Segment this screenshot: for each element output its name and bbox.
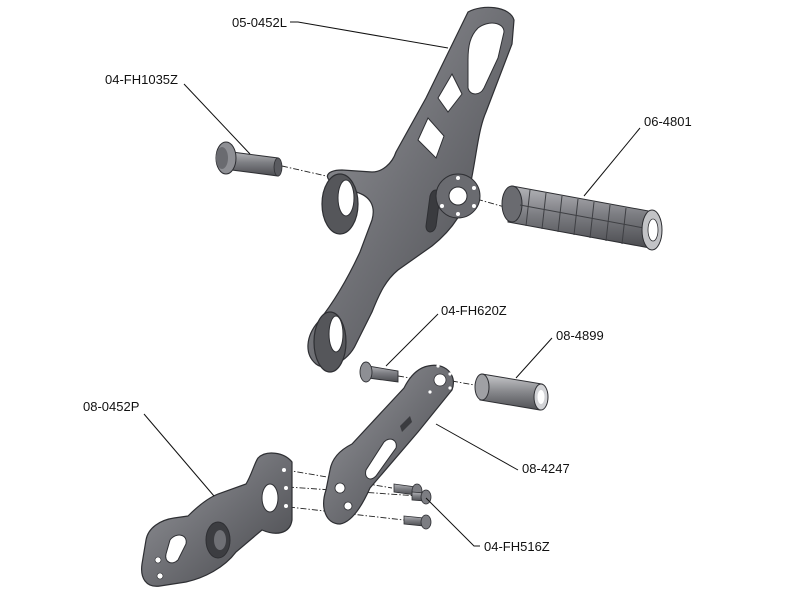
axis-screw-1 xyxy=(285,469,393,489)
peg-06-4801 xyxy=(501,185,663,251)
axis-upper-bolt xyxy=(281,165,336,179)
leader-lines xyxy=(143,21,641,547)
leader-08-4247 xyxy=(435,423,519,471)
axis-screw-2 xyxy=(287,486,419,497)
label-04-FH1035Z: 04-FH1035Z xyxy=(105,72,178,87)
bolt-04-FH620Z xyxy=(359,361,399,383)
mount-08-0452P xyxy=(141,452,293,587)
label-04-FH516Z: 04-FH516Z xyxy=(484,539,550,554)
bolt-04-FH1035Z xyxy=(215,141,283,177)
label-06-4801: 06-4801 xyxy=(644,114,692,129)
leader-06-4801 xyxy=(583,127,641,197)
leader-08-0452P xyxy=(143,413,215,497)
bracket-05-0452L xyxy=(307,6,515,373)
spacer-08-4899 xyxy=(474,373,549,411)
screw-3 xyxy=(403,514,432,530)
plate-08-4247 xyxy=(323,364,454,525)
label-05-0452L: 05-0452L xyxy=(232,15,287,30)
leader-04-FH1035Z xyxy=(183,83,251,155)
label-04-FH620Z: 04-FH620Z xyxy=(441,303,507,318)
label-08-4247: 08-4247 xyxy=(522,461,570,476)
leader-08-4899 xyxy=(515,337,553,379)
label-08-4899: 08-4899 xyxy=(556,328,604,343)
screws-04-FH516Z xyxy=(393,483,432,530)
leader-04-FH516Z xyxy=(425,497,480,547)
leader-04-FH620Z xyxy=(385,313,439,367)
label-08-0452P: 08-0452P xyxy=(83,399,139,414)
leader-05-0452L xyxy=(290,21,449,49)
callout-labels: 05-0452L 04-FH1035Z 06-4801 04-FH620Z 08… xyxy=(83,15,692,554)
